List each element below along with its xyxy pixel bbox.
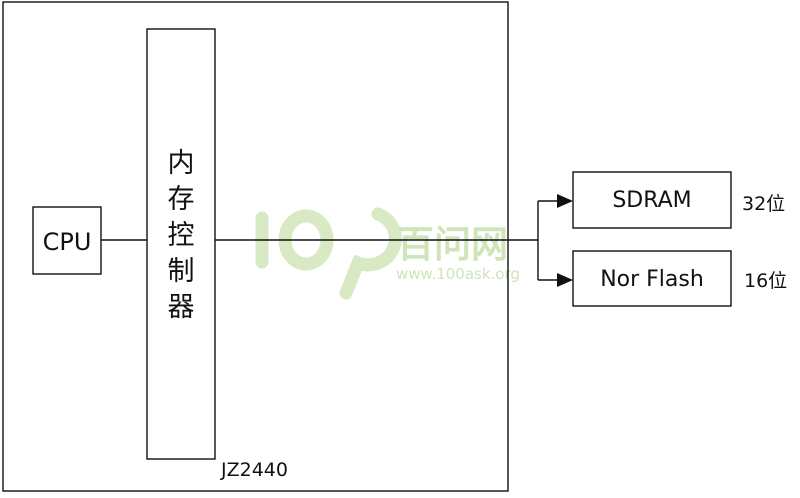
sdram-block <box>572 171 732 229</box>
memory-controller-block <box>146 28 216 460</box>
nor-flash-block <box>572 250 732 307</box>
watermark-numerals: 100 <box>0 0 2 1</box>
board-label: JZ2440 <box>220 459 288 481</box>
nor-flash-arrowhead <box>557 273 573 287</box>
jz2440-board <box>2 1 509 492</box>
nor-flash-width-label: 16位 <box>744 270 787 292</box>
watermark-logo <box>255 207 402 300</box>
sdram-label: SDRAM <box>612 188 691 213</box>
nor-flash-label: Nor Flash <box>600 267 704 292</box>
sdram-width-label: 32位 <box>742 193 785 215</box>
watermark-brand: 百问网 <box>397 223 508 266</box>
cpu-label: CPU <box>43 228 92 256</box>
memory-controller-label: 内存控制器 <box>168 148 195 323</box>
sdram-arrowhead <box>557 194 573 208</box>
watermark-url: www.100ask.org <box>396 265 520 283</box>
